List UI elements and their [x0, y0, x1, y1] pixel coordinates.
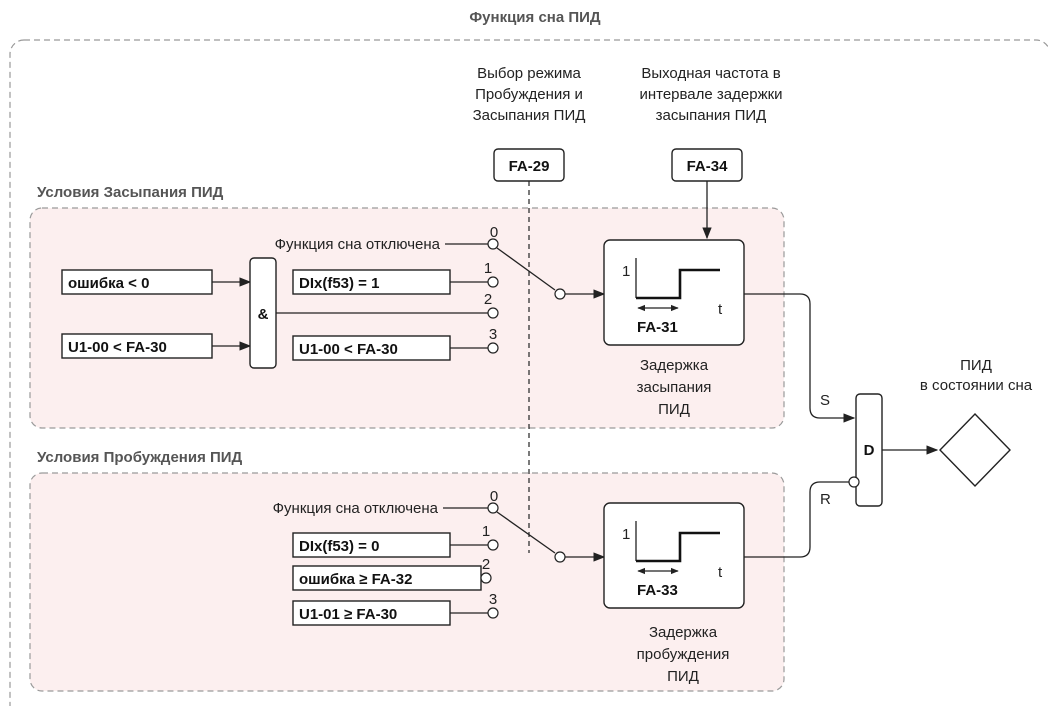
- svg-text:засыпания ПИД: засыпания ПИД: [656, 107, 767, 124]
- wake-switch-pin-0: [487, 502, 499, 514]
- sleep-switch-num-0: 0: [490, 224, 498, 241]
- wake-switch-pin-1: [487, 539, 499, 551]
- fa34-label: FA-34: [687, 158, 729, 175]
- output-diamond: [939, 412, 1011, 488]
- reset-inverter: [848, 476, 860, 488]
- svg-text:ПИД: ПИД: [667, 668, 699, 685]
- svg-text:ПИД: ПИД: [960, 357, 992, 374]
- sleep-timer-y: 1: [622, 263, 630, 280]
- outer-frame: [9, 39, 1048, 706]
- sleep-switch-num-1: 1: [484, 260, 492, 277]
- wake-to-reset-wire: [744, 481, 849, 558]
- sleep-switch-pin-2: [487, 307, 499, 319]
- wake-group-label: Условия Пробуждения ПИД: [37, 449, 243, 466]
- u100-compare-label: U1-00 < FA-30: [299, 341, 398, 358]
- sleep-timer-step: [636, 268, 720, 300]
- error-ge-box: [292, 565, 482, 591]
- wake-timer-y: 1: [622, 526, 630, 543]
- set-label: S: [820, 392, 830, 409]
- fa29-label: FA-29: [509, 158, 550, 175]
- u101-compare-label: U1-01 ≥ FA-30: [299, 606, 397, 623]
- di-wake-label: DIx(f53) = 0: [299, 538, 379, 555]
- di-sleep-label: DIx(f53) = 1: [299, 275, 379, 292]
- di-wake-box: [292, 532, 451, 558]
- svg-text:Пробуждения и: Пробуждения и: [475, 86, 583, 103]
- wake-switch-common: [554, 551, 566, 563]
- u100-input-box: [61, 333, 213, 359]
- wake-switch-arm: [496, 511, 556, 554]
- wake-switch-num-0: 0: [490, 488, 498, 505]
- sleep-to-set-wire: [744, 293, 856, 423]
- svg-text:засыпания: засыпания: [637, 379, 712, 396]
- error-ge-label: ошибка ≥ FA-32: [299, 571, 412, 588]
- svg-text:Выходная частота в: Выходная частота в: [641, 65, 780, 82]
- sleep-timer-x: t: [718, 301, 723, 318]
- and-gate-label: &: [258, 306, 269, 323]
- sleep-switch-num-2: 2: [484, 291, 492, 308]
- wake-switch-num-3: 3: [489, 591, 497, 608]
- wake-delay-timer: [603, 502, 745, 609]
- wake-switch-num-2: 2: [482, 556, 490, 573]
- svg-text:пробуждения: пробуждения: [637, 646, 730, 663]
- sleep-freq-caption: Выходная частота в интервале задержки за…: [639, 65, 782, 124]
- sleep-switch-num-3: 3: [489, 326, 497, 343]
- di-sleep-box: [292, 269, 451, 295]
- sleep-delay-timer: [603, 239, 745, 346]
- sleep-switch-pin-0: [487, 238, 499, 250]
- wake-delay-caption: Задержка пробуждения ПИД: [637, 624, 730, 685]
- wake-switch-num-1: 1: [482, 523, 490, 540]
- sleep-switch-pin-3: [487, 342, 499, 354]
- fa33-label: FA-33: [637, 582, 678, 599]
- fa31-label: FA-31: [637, 319, 678, 336]
- svg-text:Задержка: Задержка: [649, 624, 718, 641]
- u100-input-label: U1-00 < FA-30: [68, 339, 167, 356]
- svg-text:интервале задержки: интервале задержки: [639, 86, 782, 103]
- sleep-group-area: [29, 207, 785, 429]
- svg-text:Выбор режима: Выбор режима: [477, 65, 581, 82]
- wake-timer-x: t: [718, 564, 723, 581]
- wake-timer-step: [636, 531, 720, 563]
- flipflop-label: D: [864, 442, 875, 459]
- svg-text:в состоянии сна: в состоянии сна: [920, 377, 1033, 394]
- svg-text:Задержка: Задержка: [640, 357, 709, 374]
- output-caption: ПИД в состоянии сна: [920, 357, 1033, 394]
- svg-text:Засыпания ПИД: Засыпания ПИД: [473, 107, 586, 124]
- sleep-disabled-label: Функция сна отключена: [275, 236, 441, 253]
- sleep-group-label: Условия Засыпания ПИД: [37, 184, 224, 201]
- wake-disabled-label: Функция сна отключена: [273, 500, 439, 517]
- u100-compare-box: [292, 335, 451, 361]
- error-less-zero-label: ошибка < 0: [68, 275, 149, 292]
- wake-switch-pin-2: [480, 572, 492, 584]
- sleep-switch-pin-1: [487, 276, 499, 288]
- mode-select-caption: Выбор режима Пробуждения и Засыпания ПИД: [473, 65, 586, 124]
- wake-switch-pin-3: [487, 607, 499, 619]
- sleep-switch-arm: [496, 247, 556, 291]
- error-less-zero-box: [61, 269, 213, 295]
- sleep-delay-caption: Задержка засыпания ПИД: [637, 357, 712, 418]
- reset-label: R: [820, 491, 831, 508]
- diagram-title: Функция сна ПИД: [469, 9, 601, 26]
- svg-text:ПИД: ПИД: [658, 401, 690, 418]
- sleep-switch-common: [554, 288, 566, 300]
